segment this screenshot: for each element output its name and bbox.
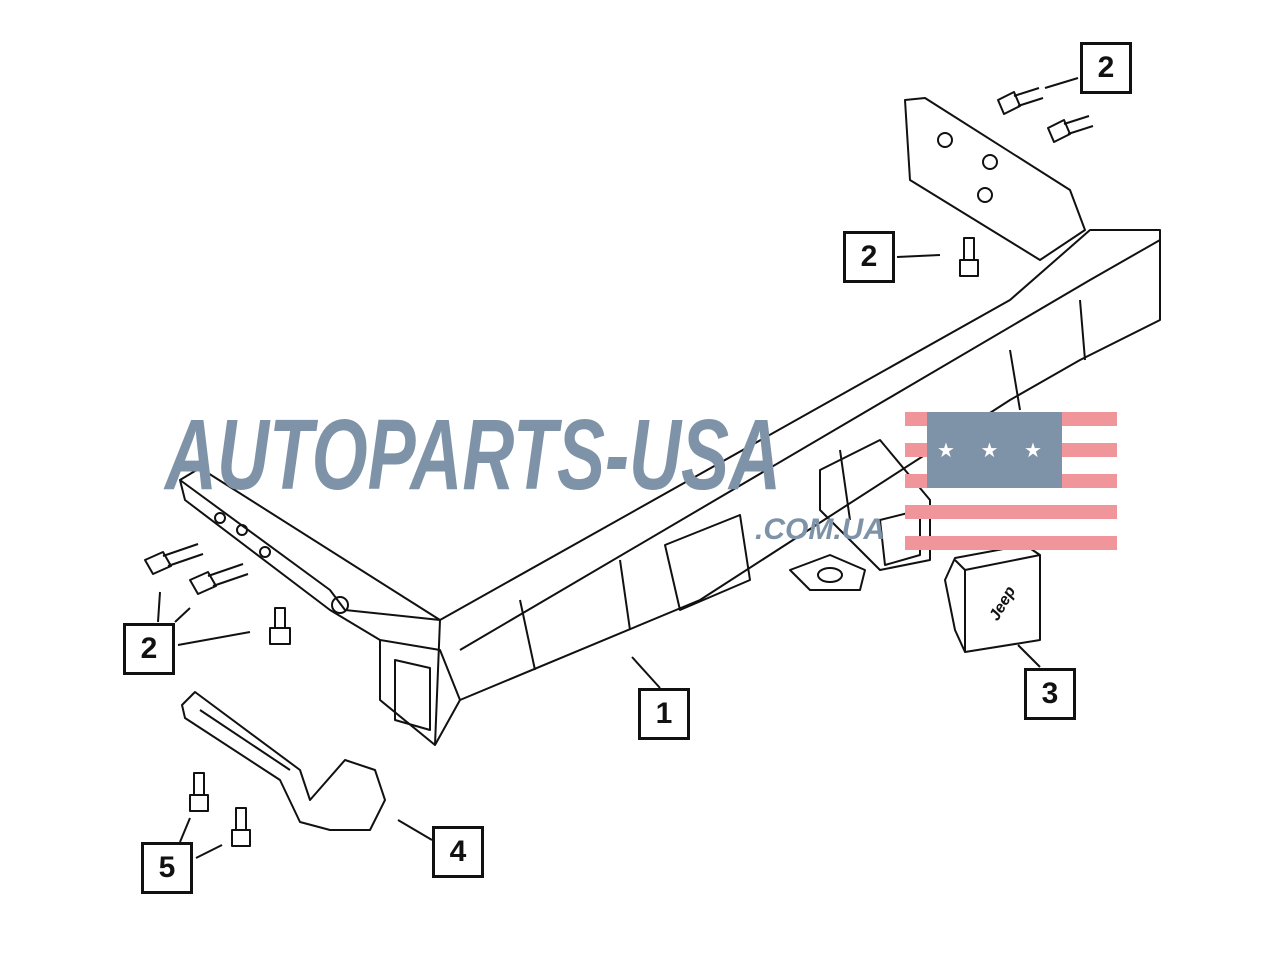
callout-3: 3 [1024, 668, 1076, 720]
bolts [144, 87, 1094, 847]
callout-2-left: 2 [123, 623, 175, 675]
callout-5: 5 [141, 842, 193, 894]
leader-lines [157, 77, 1079, 859]
watermark-domain: .COM.UA [755, 513, 885, 546]
callout-4: 4 [432, 826, 484, 878]
callout-2-mid: 2 [843, 231, 895, 283]
hitch-receiver-body [179, 97, 1161, 746]
callout-2-top: 2 [1080, 42, 1132, 94]
watermark-text: AUTOPARTS-USA [165, 399, 782, 511]
callout-1: 1 [638, 688, 690, 740]
flag-stars: ★ ★ ★ [927, 412, 1062, 488]
flag-logo: ★ ★ ★ [905, 412, 1117, 550]
ball-mount [181, 691, 386, 831]
receiver-cap [944, 544, 1041, 653]
